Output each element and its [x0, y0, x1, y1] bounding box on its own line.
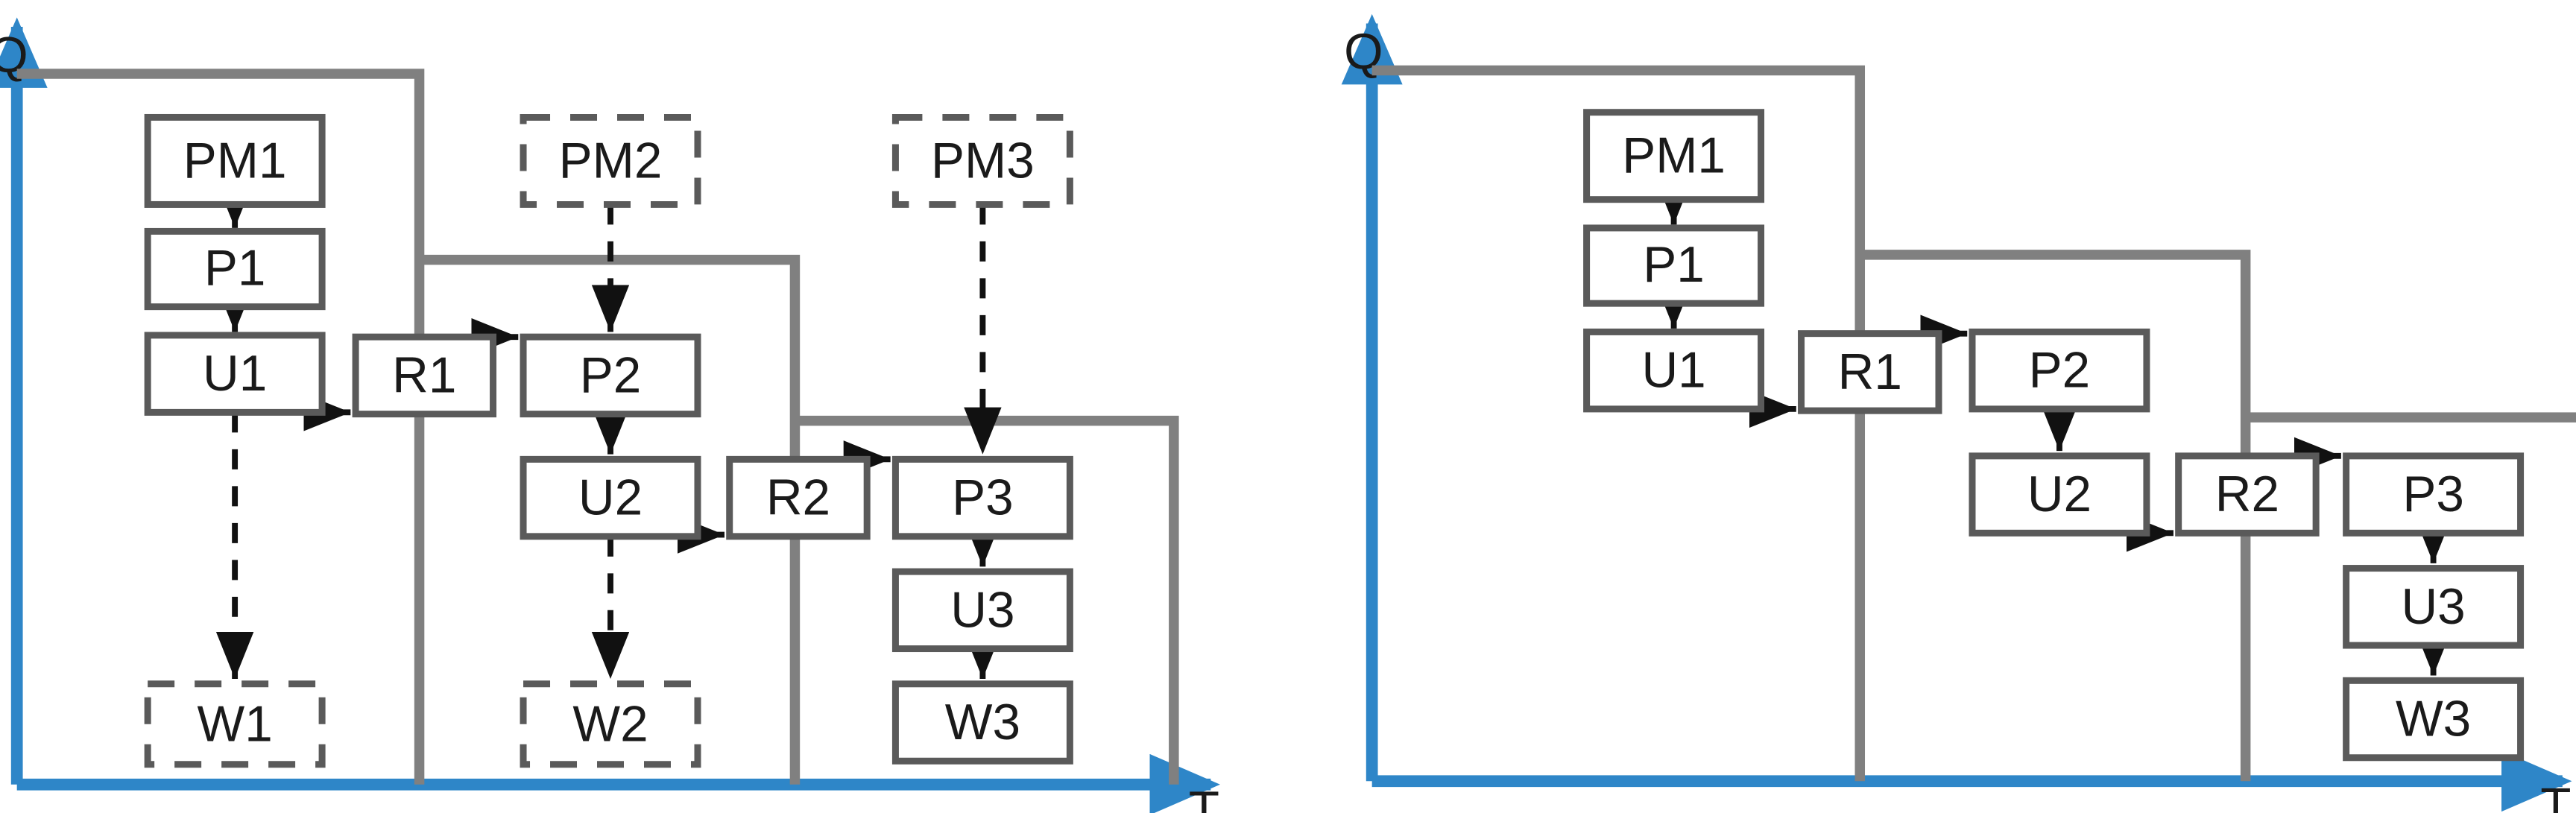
node-w3[interactable]: W3: [891, 680, 1073, 765]
node-pm1[interactable]: PM1: [144, 113, 326, 208]
node-label: P1: [204, 240, 266, 296]
node-pm2[interactable]: PM2: [520, 113, 701, 208]
node-label: W3: [945, 695, 1020, 750]
step-boundary-2: [419, 254, 801, 785]
node-r2[interactable]: R2: [726, 455, 871, 540]
node-label: U2: [2027, 466, 2092, 522]
node-label: U1: [203, 346, 267, 402]
node-p3[interactable]: P3: [891, 455, 1073, 540]
node-p1[interactable]: P1: [1583, 224, 1765, 307]
node-label: PM1: [1622, 128, 1726, 184]
x-axis-label: T: [2540, 779, 2571, 813]
node-u2[interactable]: U2: [1969, 452, 2150, 537]
node-label: R1: [1838, 344, 1902, 400]
node-r1[interactable]: R1: [352, 333, 497, 418]
right-panel-svg: Q T: [1341, 13, 2576, 813]
node-label: PM1: [183, 133, 287, 189]
node-u2[interactable]: U2: [520, 455, 701, 540]
node-w1[interactable]: W1: [144, 680, 326, 768]
node-label: R1: [392, 347, 456, 403]
node-label: R2: [2215, 466, 2279, 522]
connectors-left: [215, 180, 1002, 680]
node-w3[interactable]: W3: [2343, 677, 2525, 762]
step-boundary-1: [16, 69, 425, 785]
node-w2[interactable]: W2: [520, 680, 701, 768]
node-label: PM2: [559, 133, 663, 189]
node-label: U1: [1641, 343, 1705, 399]
node-u1[interactable]: U1: [1583, 328, 1765, 413]
axis-group-left: Q T: [0, 17, 1220, 813]
node-p1[interactable]: P1: [144, 227, 326, 311]
node-label: P3: [952, 470, 1014, 526]
node-r1[interactable]: R1: [1798, 330, 1942, 414]
node-u1[interactable]: U1: [144, 332, 326, 416]
step-boundaries-right: [1371, 65, 2576, 782]
diagram-panel-left: Q T: [0, 17, 1220, 813]
node-label: P2: [2029, 343, 2091, 399]
node-label: U2: [578, 470, 643, 526]
step-boundary-1: [1371, 65, 1866, 782]
step-boundaries-left: [16, 69, 1179, 785]
node-label: P3: [2402, 466, 2464, 522]
node-label: U3: [2401, 579, 2465, 635]
node-pm3[interactable]: PM3: [891, 113, 1073, 208]
node-p3[interactable]: P3: [2343, 452, 2525, 537]
node-label: W1: [198, 696, 273, 752]
node-u3[interactable]: U3: [891, 568, 1073, 653]
x-axis-label: T: [1189, 782, 1219, 813]
node-u3[interactable]: U3: [2343, 565, 2525, 649]
connectors-right: [1655, 177, 2452, 676]
step-boundary-3: [2245, 412, 2576, 423]
step-boundary-3: [795, 415, 1179, 785]
node-label: R2: [766, 470, 830, 526]
node-label: W3: [2396, 692, 2471, 747]
node-label: U3: [950, 582, 1014, 638]
node-pm1[interactable]: PM1: [1583, 109, 1765, 203]
node-label: P1: [1643, 237, 1705, 293]
step-boundary-2: [1860, 250, 2251, 782]
node-label: P2: [580, 347, 642, 403]
node-r2[interactable]: R2: [2175, 452, 2320, 537]
node-p2[interactable]: P2: [520, 333, 701, 418]
left-panel-svg: Q T: [0, 17, 1220, 813]
node-p2[interactable]: P2: [1969, 328, 2150, 413]
node-label: W2: [572, 696, 648, 752]
node-label: PM3: [931, 133, 1035, 189]
diagram-panel-right: Q T: [1288, 0, 2576, 813]
axis-group-right: Q T: [1341, 13, 2572, 813]
